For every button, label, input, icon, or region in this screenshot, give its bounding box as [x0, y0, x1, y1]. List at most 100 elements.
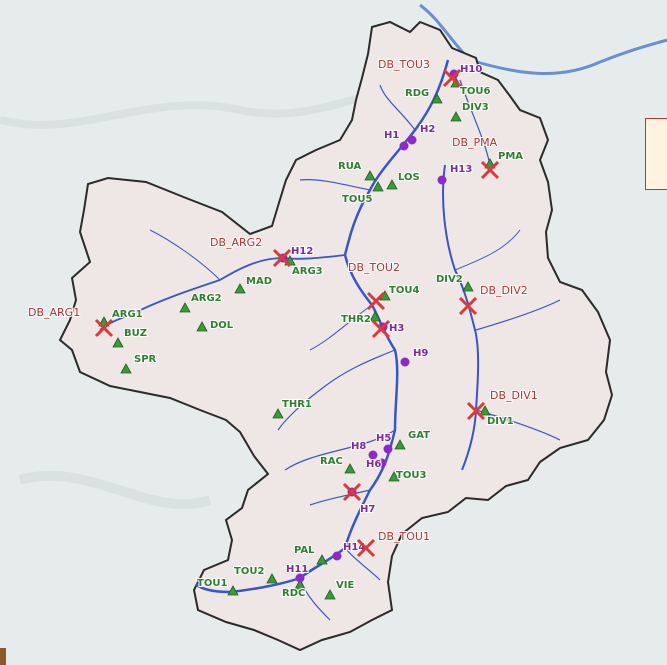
dam-db-div1[interactable]: DB_DIV1 [466, 388, 539, 421]
dam-db-tou3[interactable]: DB_TOU3 [377, 57, 462, 88]
hydro-label: H2 [420, 124, 435, 135]
station-pal[interactable]: PAL [293, 544, 328, 565]
station-label: THR1 [282, 399, 312, 410]
corner-marker [0, 648, 6, 665]
dam-db-h3[interactable] [371, 319, 391, 339]
station-label: DIV1 [487, 416, 514, 427]
station-label: TOU4 [389, 285, 419, 296]
hydro-label: H11 [286, 564, 308, 575]
station-label: TOU2 [234, 566, 264, 577]
hydro-point-h1[interactable]: H1 [383, 129, 409, 151]
station-los[interactable]: LOS [386, 171, 421, 190]
station-label: BUZ [124, 328, 147, 339]
hydro-point-h2[interactable]: H2 [407, 123, 436, 145]
dam-cross-icon [442, 68, 462, 88]
station-rdg[interactable]: RDG [404, 87, 443, 104]
station-tou1[interactable]: TOU1 [196, 577, 239, 596]
station-label: GAT [408, 430, 430, 441]
dam-label: DB_TOU3 [378, 58, 430, 71]
dam-db-arg2[interactable]: DB_ARG2 [209, 235, 292, 268]
station-triangle-icon [388, 471, 400, 482]
dam-db-div2[interactable]: DB_DIV2 [458, 283, 529, 316]
dam-db-pma[interactable]: DB_PMA [451, 135, 500, 180]
station-triangle-icon [462, 281, 474, 292]
station-label: LOS [398, 172, 420, 183]
station-rac[interactable]: RAC [319, 455, 356, 474]
dam-cross-icon [458, 296, 478, 316]
station-rua[interactable]: RUA [337, 160, 376, 181]
dam-layer: DB_TOU3DB_PMADB_ARG2DB_TOU2DB_ARG1DB_DIV… [27, 57, 539, 558]
dam-db-arg1[interactable]: DB_ARG1 [27, 305, 114, 338]
station-label: ARG2 [191, 293, 222, 304]
hydro-point-h8[interactable]: H8 [350, 440, 378, 460]
station-triangle-icon [324, 589, 336, 600]
station-tou2[interactable]: TOU2 [233, 565, 278, 584]
station-vie[interactable]: VIE [324, 579, 355, 600]
terrain-shading [18, 470, 212, 510]
station-tou5[interactable]: TOU5 [341, 181, 384, 206]
dam-cross-icon [94, 318, 114, 338]
station-div2[interactable]: DIV2 [435, 273, 474, 292]
hydro-dot-icon [383, 444, 393, 454]
station-label: RAC [320, 456, 343, 467]
dam-db-tou2[interactable]: DB_TOU2 [347, 260, 401, 311]
station-label: DIV3 [462, 102, 489, 113]
watershed-boundary [58, 20, 614, 652]
station-label: SPR [134, 354, 157, 365]
hydro-label: H8 [351, 441, 366, 452]
station-triangle-icon [179, 302, 191, 313]
hydro-point-h5[interactable]: H5 [375, 432, 393, 454]
station-label: ARG1 [112, 309, 143, 320]
station-dol[interactable]: DOL [196, 319, 235, 332]
station-gat[interactable]: GAT [394, 429, 431, 450]
hydro-dot-icon [437, 175, 447, 185]
callout-box [645, 118, 667, 190]
hydro-dot-icon [400, 357, 410, 367]
hydro-dot-icon [399, 141, 409, 151]
dam-db-h7[interactable] [342, 482, 362, 502]
main-river [419, 3, 667, 75]
station-triangle-icon [372, 181, 384, 192]
station-label: DOL [210, 320, 234, 331]
hydro-label: H6 [366, 459, 381, 470]
station-div3[interactable]: DIV3 [450, 101, 490, 122]
hydro-dot-icon [368, 450, 378, 460]
station-label: ARG3 [292, 266, 323, 277]
station-buz[interactable]: BUZ [112, 327, 148, 348]
station-mad[interactable]: MAD [234, 275, 273, 294]
station-arg2[interactable]: ARG2 [179, 292, 223, 313]
hydro-label: H9 [413, 348, 428, 359]
station-tou3[interactable]: TOU3 [388, 469, 427, 482]
hydro-point-h6[interactable]: H6 [365, 458, 387, 471]
hydro-point-h13[interactable]: H13 [437, 163, 473, 185]
station-thr1[interactable]: THR1 [272, 398, 313, 419]
station-label: THR2 [341, 314, 371, 325]
hydro-label: H1 [384, 130, 399, 141]
dam-cross-icon [466, 401, 486, 421]
station-label: TOU6 [460, 86, 490, 97]
hydro-point-h9[interactable]: H9 [400, 347, 429, 367]
station-label: MAD [246, 276, 272, 287]
dam-cross-icon [342, 482, 362, 502]
hydro-dot-icon [377, 458, 387, 468]
hydro-label: H10 [460, 64, 482, 75]
station-label: TOU5 [342, 194, 372, 205]
hydro-label: H7 [360, 504, 375, 515]
station-thr2[interactable]: THR2 [340, 311, 381, 326]
dam-cross-icon [371, 319, 391, 339]
station-rdc[interactable]: RDC [281, 579, 306, 600]
hydro-point-h11[interactable]: H11 [285, 563, 309, 583]
station-tou4[interactable]: TOU4 [379, 284, 420, 301]
dam-label: DB_PMA [452, 136, 498, 149]
station-triangle-icon [394, 439, 406, 450]
dam-db-tou1[interactable]: DB_TOU1 [356, 529, 431, 558]
station-div1[interactable]: DIV1 [479, 405, 515, 428]
station-triangle-icon [266, 573, 278, 584]
station-triangle-icon [364, 170, 376, 181]
station-spr[interactable]: SPR [120, 353, 158, 374]
dam-label: DB_TOU1 [378, 530, 430, 543]
